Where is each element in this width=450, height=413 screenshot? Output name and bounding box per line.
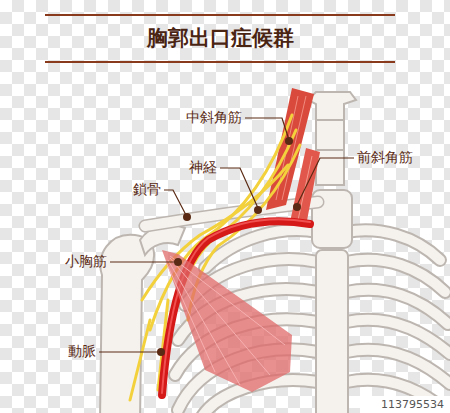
- label-text: 中斜角筋: [186, 109, 242, 125]
- label-text: 前斜角筋: [357, 149, 413, 165]
- label-text: 113795534: [381, 398, 444, 411]
- label-text: 動脈: [68, 343, 96, 359]
- leader-dots: [157, 137, 301, 356]
- pectoralis-minor: [162, 250, 292, 392]
- part-label: 中斜角筋: [186, 109, 242, 127]
- leader-lines: [99, 118, 354, 352]
- title: 胸郭出口症候群: [147, 26, 294, 50]
- title-rule: [45, 61, 395, 63]
- part-label: 鎖骨: [133, 181, 161, 199]
- title-rule: [45, 14, 395, 16]
- watermark-patch: [360, 396, 450, 413]
- artery: [162, 219, 310, 395]
- label-text: 神経: [189, 159, 217, 175]
- label-text: 小胸筋: [65, 253, 107, 269]
- label-text: 鎖骨: [133, 181, 161, 197]
- title-box: 胸郭出口症候群: [147, 24, 294, 52]
- part-label: 前斜角筋: [357, 149, 413, 167]
- watermark-number: 113795534: [381, 398, 444, 411]
- part-label: 動脈: [68, 343, 96, 361]
- sternum: [308, 92, 356, 413]
- part-label: 神経: [189, 159, 217, 177]
- part-label: 小胸筋: [65, 253, 107, 271]
- nerves: [130, 115, 300, 400]
